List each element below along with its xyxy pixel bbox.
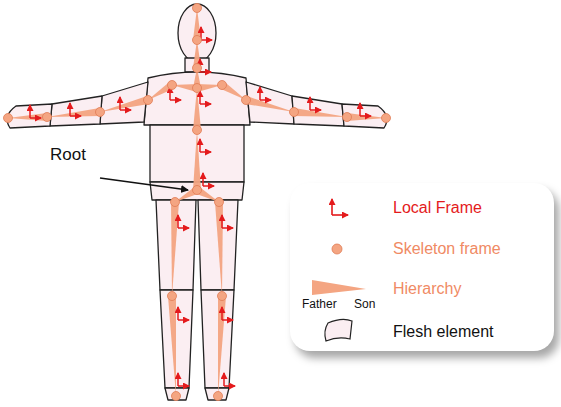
legend-text: Local Frame	[393, 199, 482, 217]
legend-text: Skeleton frame	[393, 240, 501, 258]
skeleton-frame-dot	[193, 186, 202, 195]
local-frame-arrow	[221, 307, 223, 320]
hierarchy-bone	[8, 113, 47, 121]
hierarchy-bone	[294, 108, 347, 117]
local-frame-arrow	[70, 115, 81, 117]
local-frame-arrow	[120, 109, 131, 111]
local-frame-arrow	[199, 139, 201, 152]
skeleton-frame-dot	[4, 114, 13, 123]
skeleton-frame-dot	[242, 96, 251, 105]
local-frame-arrow	[360, 115, 371, 117]
skeleton-frame-dot	[172, 392, 181, 401]
skeleton-frame-dot	[193, 126, 202, 135]
hierarchy-bone	[47, 108, 100, 117]
local-frame-arrow	[221, 215, 223, 228]
local-frame-arrow	[177, 215, 179, 228]
skeleton-frame-dot	[43, 113, 52, 122]
local-frame-arrow	[222, 319, 233, 321]
local-frame-arrow	[309, 97, 311, 110]
local-frame-arrow	[200, 151, 211, 153]
skeleton-frame-dot	[215, 198, 224, 207]
skeleton-frame-dot	[193, 84, 202, 93]
local-frame-arrow	[203, 185, 214, 187]
hierarchy-bone	[218, 296, 226, 396]
local-frame-arrow	[223, 373, 225, 386]
local-frame-arrow	[170, 99, 181, 101]
hierarchy-bone	[100, 96, 149, 112]
local-frame-arrow	[178, 385, 189, 387]
hierarchy-bone	[245, 96, 294, 112]
local-frame-arrow	[260, 99, 271, 101]
skeleton-frame-dot	[343, 113, 352, 122]
local-frame-arrow	[178, 319, 189, 321]
local-frame-arrow	[202, 173, 204, 186]
root-label: Root	[50, 146, 86, 165]
skeleton-frame-dot	[193, 4, 202, 13]
local-frame-arrow	[177, 373, 179, 386]
local-frame-arrow	[200, 71, 211, 73]
skeleton-frame-dot	[168, 81, 177, 90]
local-frame-arrow	[201, 39, 212, 41]
skeleton-frame-dot	[193, 36, 202, 45]
local-frame-arrow	[29, 105, 31, 118]
local-frame-arrow	[310, 109, 321, 111]
local-frame-arrow	[30, 117, 41, 119]
local-frame-arrow	[259, 87, 261, 100]
skeleton-frame-dot	[290, 108, 299, 117]
hierarchy-bone	[193, 88, 201, 130]
legend-text: Hierarchy	[393, 280, 461, 298]
skeleton-frame-dot	[382, 114, 391, 123]
legend-text: Flesh element	[393, 323, 494, 341]
hierarchy-bone	[347, 113, 386, 121]
skeleton-frame-dot	[168, 292, 177, 301]
local-frame-arrow	[119, 97, 121, 110]
skeleton-frame-dot	[144, 96, 153, 105]
local-frame-arrow	[359, 103, 361, 116]
skeleton-frame-dot	[96, 108, 105, 117]
hierarchy-bone	[193, 130, 201, 190]
local-frame-arrow	[177, 307, 179, 320]
skeleton-frame-dot	[214, 392, 223, 401]
skeleton-frame-dot	[193, 64, 202, 73]
local-frame-arrow	[199, 91, 201, 104]
hierarchy-bone	[171, 202, 179, 296]
son-label: Son	[354, 298, 375, 311]
skeleton-frame-dot	[218, 292, 227, 301]
local-frame-arrow	[69, 103, 71, 116]
local-frame-arrow	[178, 227, 189, 229]
skeleton-frame-dot	[171, 198, 180, 207]
hierarchy-bone	[215, 202, 223, 296]
skeleton-frame-dot	[218, 81, 227, 90]
local-frame-arrow	[224, 385, 235, 387]
father-label: Father	[302, 298, 337, 311]
hierarchy-bone	[168, 296, 176, 396]
local-frame-arrow	[200, 103, 211, 105]
local-frame-arrow	[222, 227, 233, 229]
